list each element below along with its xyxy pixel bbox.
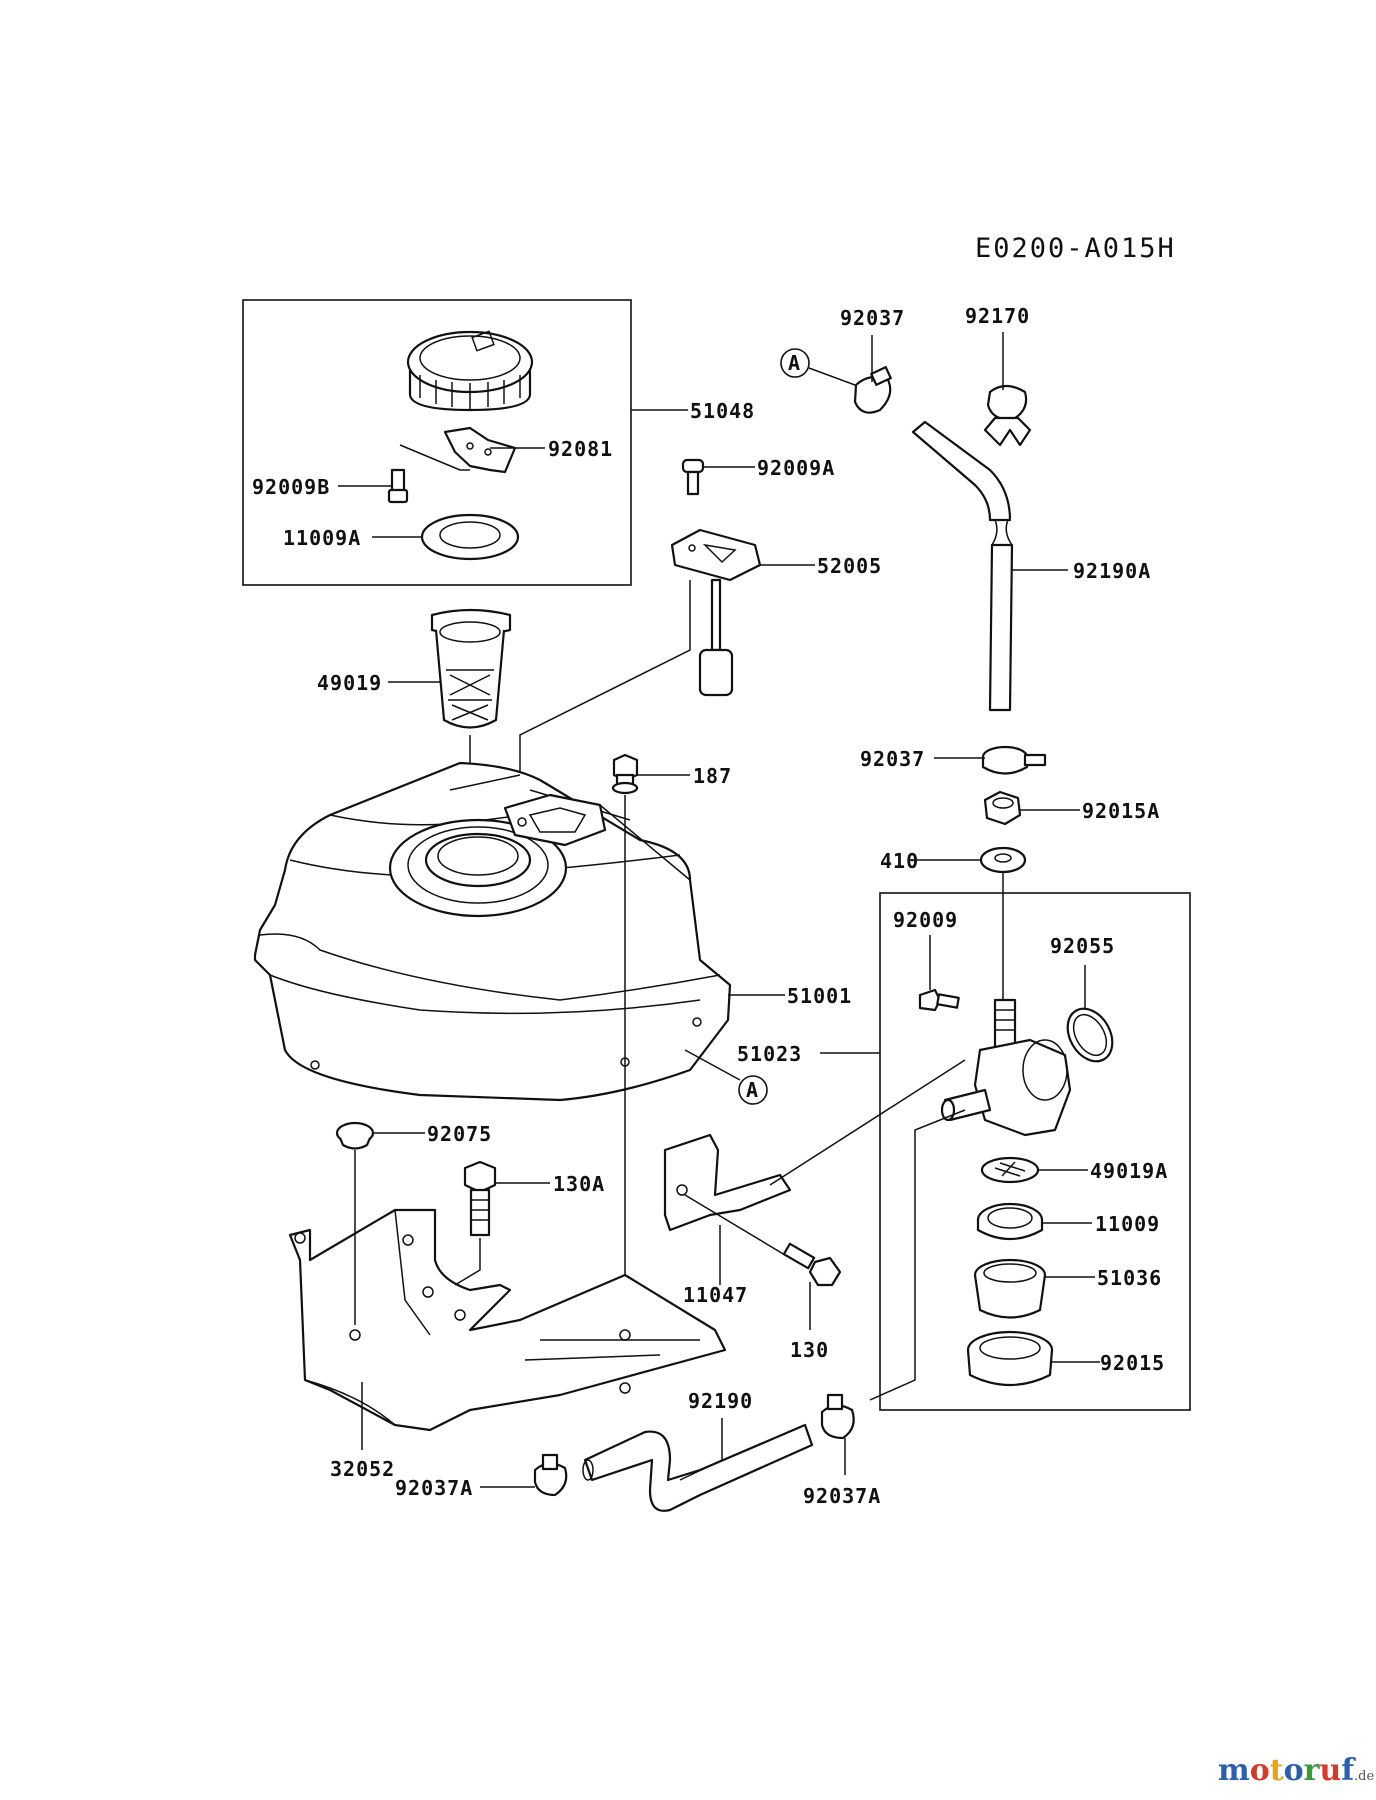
bracket-11047 xyxy=(663,1059,966,1232)
fuel-gauge xyxy=(670,528,762,697)
fuel-cock xyxy=(940,998,1072,1137)
watermark-suffix: .de xyxy=(1354,1769,1374,1784)
cap-assembly-frame xyxy=(242,299,632,586)
screw-92009A xyxy=(681,458,705,496)
label-49019A: 49019A xyxy=(1090,1159,1168,1183)
bolt-130A xyxy=(463,1160,497,1237)
fuel-tank xyxy=(253,761,732,1102)
label-92190: 92190 xyxy=(688,1389,753,1413)
label-92170: 92170 xyxy=(965,304,1030,328)
label-52005: 52005 xyxy=(817,554,882,578)
label-130: 130 xyxy=(790,1338,829,1362)
washer-11009A xyxy=(420,513,520,561)
label-92037A-right: 92037A xyxy=(803,1484,881,1508)
bolt-130 xyxy=(782,1242,842,1287)
callout-a-top xyxy=(780,348,810,378)
o-ring-92055 xyxy=(1066,1007,1114,1063)
label-51036: 51036 xyxy=(1097,1266,1162,1290)
label-92037A-left: 92037A xyxy=(395,1476,473,1500)
washer-410 xyxy=(979,846,1027,874)
hose-clamp-92037A-left xyxy=(533,1453,568,1497)
label-92015: 92015 xyxy=(1100,1351,1165,1375)
hose-clamp-92037-mid xyxy=(981,745,1047,775)
label-11009: 11009 xyxy=(1095,1212,1160,1236)
gasket-11009 xyxy=(976,1202,1044,1240)
label-92055: 92055 xyxy=(1050,934,1115,958)
label-92190A: 92190A xyxy=(1073,559,1151,583)
label-32052: 32052 xyxy=(330,1457,395,1481)
label-11009A: 11009A xyxy=(283,526,361,550)
label-11047: 11047 xyxy=(683,1283,748,1307)
cup-ring-92015 xyxy=(966,1330,1054,1387)
watermark-name: motoruf xyxy=(1218,1753,1356,1788)
label-92037-top: 92037 xyxy=(840,306,905,330)
label-92009B: 92009B xyxy=(252,475,330,499)
label-49019: 49019 xyxy=(317,671,382,695)
hose-clip-92170 xyxy=(983,384,1032,447)
screw-92009 xyxy=(918,988,960,1012)
tank-mount-bracket-32052 xyxy=(288,1208,727,1432)
label-187: 187 xyxy=(693,764,732,788)
label-51001: 51001 xyxy=(787,984,852,1008)
sediment-cup-51036 xyxy=(973,1258,1047,1319)
label-92009: 92009 xyxy=(893,908,958,932)
label-51048: 51048 xyxy=(690,399,755,423)
label-92009A: 92009A xyxy=(757,456,835,480)
fuel-cap xyxy=(406,330,534,412)
grommet-92075 xyxy=(335,1121,375,1150)
filter-screen-49019A xyxy=(980,1156,1040,1184)
hose-clamp-92037-top xyxy=(853,366,892,414)
hose-clamp-92037A-right xyxy=(820,1393,855,1440)
bolt-187 xyxy=(611,753,639,795)
callout-a-lower-label: A xyxy=(746,1078,759,1102)
motoruf-watermark: motoruf .de xyxy=(1218,1753,1374,1788)
label-92015A: 92015A xyxy=(1082,799,1160,823)
label-92081: 92081 xyxy=(548,437,613,461)
cap-gasket-plate xyxy=(399,426,517,474)
label-92037-mid: 92037 xyxy=(860,747,925,771)
label-92075: 92075 xyxy=(427,1122,492,1146)
fuel-cock-frame xyxy=(879,892,1191,1411)
callout-a-top-label: A xyxy=(788,351,801,375)
fuel-hose-92190 xyxy=(582,1423,814,1512)
screw-92009B xyxy=(387,468,409,504)
nut-92015A xyxy=(983,790,1022,826)
label-410: 410 xyxy=(880,849,919,873)
fuel-strainer xyxy=(430,608,512,729)
diagram-code: E0200-A015H xyxy=(975,233,1176,264)
callout-a-lower xyxy=(738,1075,768,1105)
label-130A: 130A xyxy=(553,1172,605,1196)
fuel-hose-92190A xyxy=(911,420,1014,712)
label-51023: 51023 xyxy=(737,1042,802,1066)
